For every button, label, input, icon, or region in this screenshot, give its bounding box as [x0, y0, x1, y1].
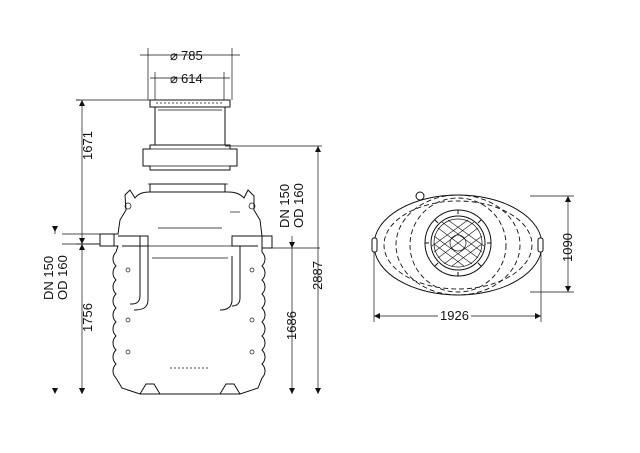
dim-riser-height: 1671 [80, 131, 95, 160]
dim-top-outer-diameter: 785 [181, 48, 203, 63]
dim-total-height: 2887 [310, 261, 325, 290]
dim-tank-width: 1090 [560, 233, 575, 262]
outlet-label-od: OD 160 [291, 183, 306, 228]
inlet-label-od: OD 160 [55, 255, 70, 300]
dim-inlet-height: 1756 [80, 303, 95, 332]
outlet-label-dn: DN 150 [277, 184, 292, 228]
dim-outlet-height: 1686 [284, 311, 299, 340]
top-view: 1090 1926 [371, 191, 575, 323]
dim-tank-length: 1926 [440, 308, 469, 323]
dim-top-inner-diameter: 614 [181, 71, 203, 86]
side-view: ⌀ 785 ⌀ 614 [41, 48, 325, 395]
diameter-symbol-785: ⌀ [170, 48, 178, 63]
label-background [438, 308, 471, 323]
inlet-label-dn: DN 150 [41, 256, 56, 300]
diameter-symbol-614: ⌀ [170, 71, 178, 86]
